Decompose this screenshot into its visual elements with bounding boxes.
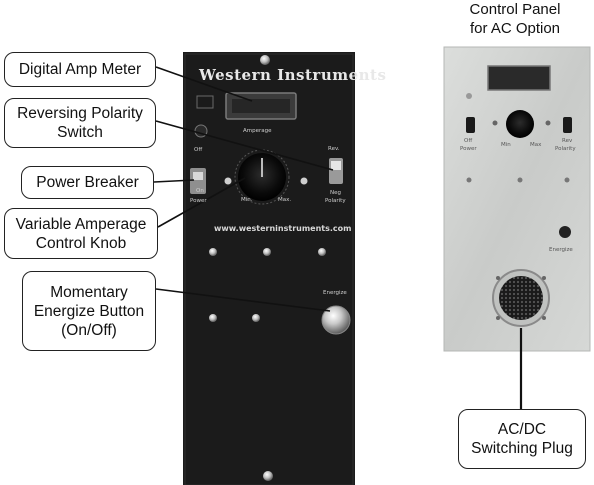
callout-acdc-plug: AC/DC Switching Plug bbox=[458, 409, 586, 469]
url-label: www.westerninstruments.com bbox=[214, 224, 352, 233]
brand-label: Western Instruments bbox=[199, 66, 387, 84]
main-panel bbox=[183, 52, 355, 485]
ac-label-power: Power bbox=[460, 146, 477, 152]
ac-label-rev: Rev bbox=[562, 138, 573, 144]
ac-amperage-knob bbox=[506, 110, 534, 138]
screw-icon bbox=[263, 471, 273, 481]
label-on: On bbox=[196, 188, 204, 194]
energize-button bbox=[322, 306, 350, 334]
ac-label-polarity: Polarity bbox=[555, 146, 576, 152]
label-polarity: Polarity bbox=[325, 198, 346, 204]
label-amperage: Amperage bbox=[243, 128, 272, 134]
screw-icon bbox=[260, 55, 270, 65]
label-power: Power bbox=[190, 198, 207, 204]
label-energize: Energize bbox=[323, 290, 347, 296]
label-rev: Rev. bbox=[328, 146, 340, 152]
leader-lines bbox=[153, 66, 523, 410]
label-min: Min. bbox=[241, 197, 253, 203]
callout-reversing-polarity: Reversing Polarity Switch bbox=[4, 98, 156, 148]
callout-digital-amp-meter: Digital Amp Meter bbox=[4, 52, 156, 87]
ac-panel-title: Control Panel for AC Option bbox=[469, 1, 561, 37]
ac-energize-button bbox=[559, 226, 571, 238]
callout-variable-amperage: Variable Amperage Control Knob bbox=[4, 208, 158, 259]
callout-power-breaker: Power Breaker bbox=[21, 166, 154, 199]
ac-label-off: Off bbox=[464, 138, 473, 144]
label-off: Off bbox=[194, 147, 203, 153]
label-max: Max. bbox=[278, 197, 292, 203]
ac-polarity-switch bbox=[563, 117, 572, 133]
ac-label-max: Max bbox=[530, 142, 542, 148]
ac-power-switch bbox=[466, 117, 475, 133]
label-neg: Neg bbox=[330, 190, 341, 196]
callout-momentary-energize: Momentary Energize Button (On/Off) bbox=[22, 271, 156, 351]
ac-label-min: Min bbox=[501, 142, 511, 148]
ac-label-energize: Energize bbox=[549, 247, 573, 253]
